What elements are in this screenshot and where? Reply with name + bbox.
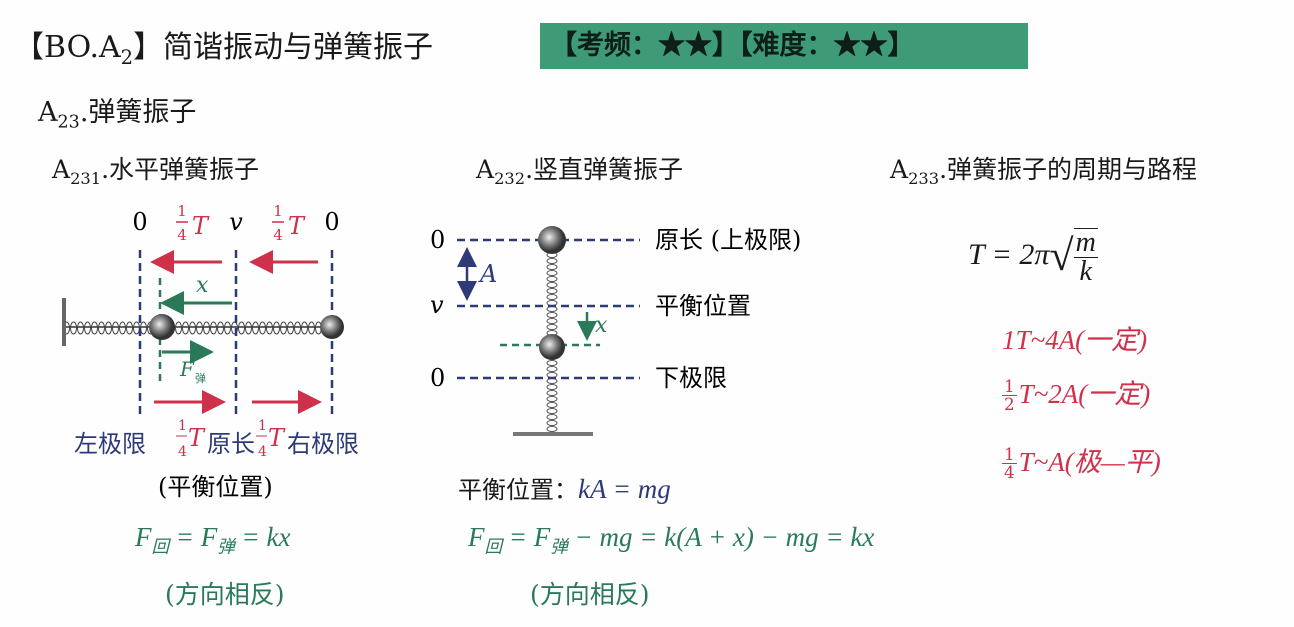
svg-text:右极限: 右极限 [287, 430, 359, 458]
displacement-label: x [196, 273, 209, 298]
period-row: 1T~4A(一定) [1002, 325, 1148, 355]
right-label: 原长 (上极限) [655, 226, 801, 254]
left-label: v [430, 291, 444, 319]
heading-label: .弹簧振子的周期与路程 [939, 155, 1198, 184]
period-heading: A233.弹簧振子的周期与路程 [890, 155, 1198, 188]
vertical-direction-note: (方向相反) [530, 580, 650, 609]
horizontal-direction-note: (方向相反) [165, 580, 285, 609]
balance-label: (平衡位置) [158, 473, 273, 501]
svg-text:原长: 原长 [207, 430, 255, 458]
wall [62, 298, 66, 346]
svg-text:4: 4 [258, 444, 267, 460]
svg-text:1: 1 [258, 418, 267, 434]
svg-text:T: T [288, 212, 306, 240]
top-label: 0 [324, 208, 339, 236]
section-label: .弹簧振子 [79, 97, 197, 128]
title-sub: 2 [120, 46, 134, 69]
vertical-force-formula: F回 = F弹 − mg = k(A + x) − mg = kx [468, 522, 875, 557]
heading-sub: 233 [908, 169, 940, 188]
section-sub: 23 [57, 112, 80, 133]
spring [66, 319, 332, 335]
right-label: 平衡位置 [655, 292, 751, 320]
horizontal-force-formula: F回 = F弹 = kx [135, 522, 291, 557]
title-prefix: 【BO.A [14, 30, 121, 65]
vertical-spring-diagram: A x 0 v 0 原长 (上极限) 平衡位置 下极限 [430, 226, 801, 436]
svg-text:左极限: 左极限 [74, 430, 146, 458]
force-label: F [179, 357, 195, 381]
ball [538, 226, 566, 254]
svg-text:4: 4 [178, 444, 187, 460]
base [513, 432, 593, 436]
heading-label: .竖直弹簧振子 [525, 155, 684, 184]
svg-text:T: T [192, 212, 210, 240]
vertical-heading: A232.竖直弹簧振子 [476, 155, 684, 188]
heading-sub: 231 [70, 169, 102, 188]
svg-text:1: 1 [177, 202, 187, 220]
horizontal-heading: A231.水平弹簧振子 [52, 155, 260, 188]
section-prefix: A [38, 97, 58, 128]
page-title: 【BO.A2】简谐振动与弹簧振子 [14, 22, 433, 69]
displacement-label: x [595, 313, 608, 338]
vertical-balance-line: 平衡位置：kA = mg [458, 474, 671, 504]
force-sub: 弹 [195, 371, 206, 385]
svg-text:4: 4 [273, 226, 283, 244]
top-label: v [229, 208, 243, 236]
heading-label: .水平弹簧振子 [101, 155, 260, 184]
svg-text:4: 4 [177, 226, 187, 244]
right-label: 下极限 [655, 364, 727, 392]
svg-text:T: T [188, 424, 206, 452]
top-label: 0 [132, 208, 147, 236]
section-heading: A23.弹簧振子 [38, 90, 196, 132]
left-label: 0 [430, 226, 445, 254]
title-suffix: 】简谐振动与弹簧振子 [133, 30, 434, 65]
heading-sub: 232 [494, 169, 526, 188]
amplitude-label: A [478, 260, 497, 288]
frequency-difficulty-badge: 【考频：★★】【难度：★★】 [540, 23, 1028, 69]
svg-text:T: T [268, 424, 286, 452]
left-label: 0 [430, 364, 445, 392]
ball [320, 315, 344, 339]
ball [539, 334, 565, 360]
svg-text:1: 1 [273, 202, 283, 220]
svg-text:1: 1 [178, 418, 187, 434]
ball [149, 314, 175, 340]
